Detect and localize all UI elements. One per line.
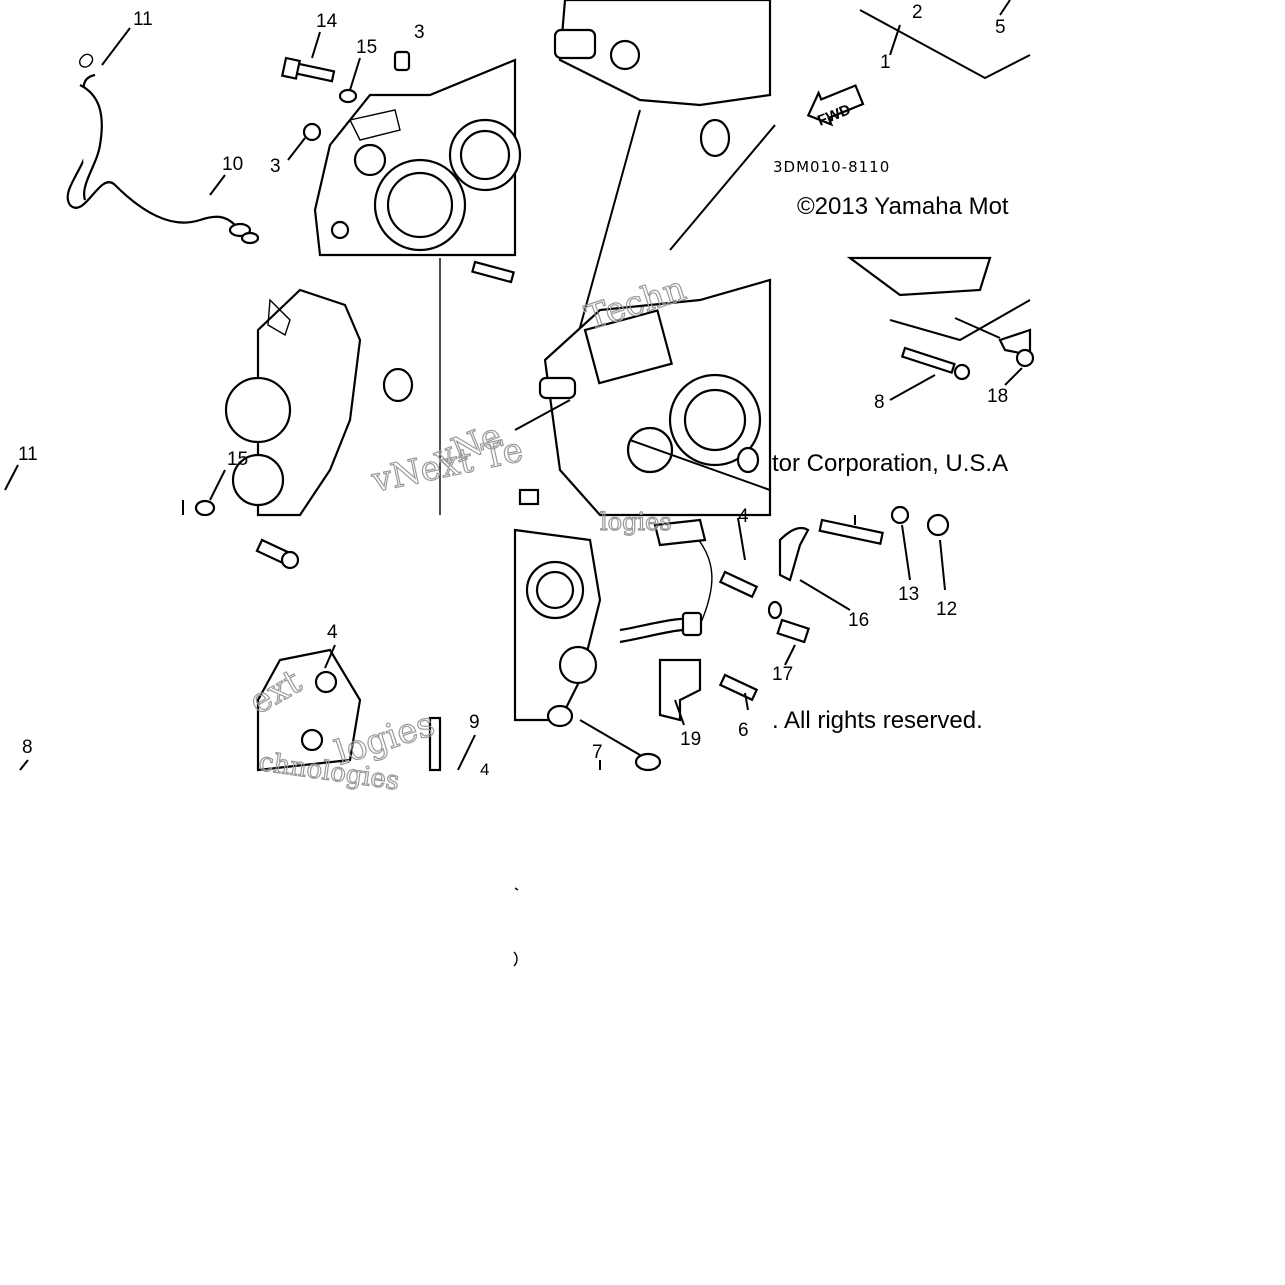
crankcase-center: Techn bbox=[471, 260, 772, 517]
top-right-annotations: FWD 3DM010-8110 ©2013 Yamaha Mot bbox=[773, 0, 1031, 220]
callout-label: 6 bbox=[738, 720, 749, 741]
callout-label: 4 bbox=[327, 622, 338, 643]
callout-label: 18 bbox=[987, 386, 1008, 407]
callout-label: 4 bbox=[738, 506, 749, 527]
callout-label: 19 bbox=[680, 729, 701, 750]
callout-label: 15 bbox=[227, 449, 248, 470]
copyright-part-3: . All rights reserved. bbox=[772, 707, 983, 734]
callout-label: 2 bbox=[912, 2, 923, 23]
crankcase-left-top bbox=[280, 50, 522, 257]
crankcase-mid-left: vNext Te vNe bbox=[224, 288, 527, 517]
callout-label: 8 bbox=[874, 392, 885, 413]
copyright-part-1: ©2013 Yamaha Mot bbox=[797, 193, 1009, 220]
callout-label: 9 bbox=[469, 712, 480, 733]
fwd-arrow-icon bbox=[806, 84, 865, 127]
part-code-label: 3DM010-8110 bbox=[773, 158, 890, 176]
callout-label: 8 bbox=[22, 737, 33, 758]
callout-label: 1 bbox=[880, 52, 891, 73]
artifact-mark bbox=[514, 887, 519, 891]
watermark-text: logies bbox=[600, 508, 672, 536]
callout-label: 5 bbox=[995, 17, 1006, 38]
mid-right-parts: tor Corporation, U.S.A bbox=[772, 256, 1035, 477]
callout-label: 15 bbox=[356, 37, 377, 58]
artifact-mark bbox=[513, 951, 518, 967]
callout-label: 4 bbox=[480, 760, 489, 779]
callout-label: 11 bbox=[18, 444, 38, 465]
lower-center-parts: logies bbox=[513, 507, 759, 772]
lower-mid-left-parts: ext chnologies logies bbox=[242, 538, 476, 797]
callout-labels: 11 14 15 3 2 5 1 10 3 8 18 11 15 13 12 1… bbox=[18, 2, 1008, 779]
callout-label: 7 bbox=[592, 742, 603, 763]
copyright-part-2: tor Corporation, U.S.A bbox=[772, 450, 1008, 477]
lower-right-parts: . All rights reserved. bbox=[767, 505, 983, 734]
callout-label: 10 bbox=[222, 154, 243, 175]
callout-label: 3 bbox=[414, 22, 425, 43]
crankcase-right-top bbox=[553, 0, 776, 401]
callout-label: 13 bbox=[898, 584, 919, 605]
callout-label: 11 bbox=[133, 9, 153, 30]
callout-label: 3 bbox=[270, 156, 281, 177]
callout-label: 12 bbox=[936, 599, 957, 620]
lower-left-parts bbox=[4, 464, 226, 771]
hose-part bbox=[66, 53, 260, 245]
callout-label: 14 bbox=[316, 11, 338, 32]
callout-label: 17 bbox=[772, 664, 793, 685]
callout-label: 16 bbox=[848, 610, 869, 631]
